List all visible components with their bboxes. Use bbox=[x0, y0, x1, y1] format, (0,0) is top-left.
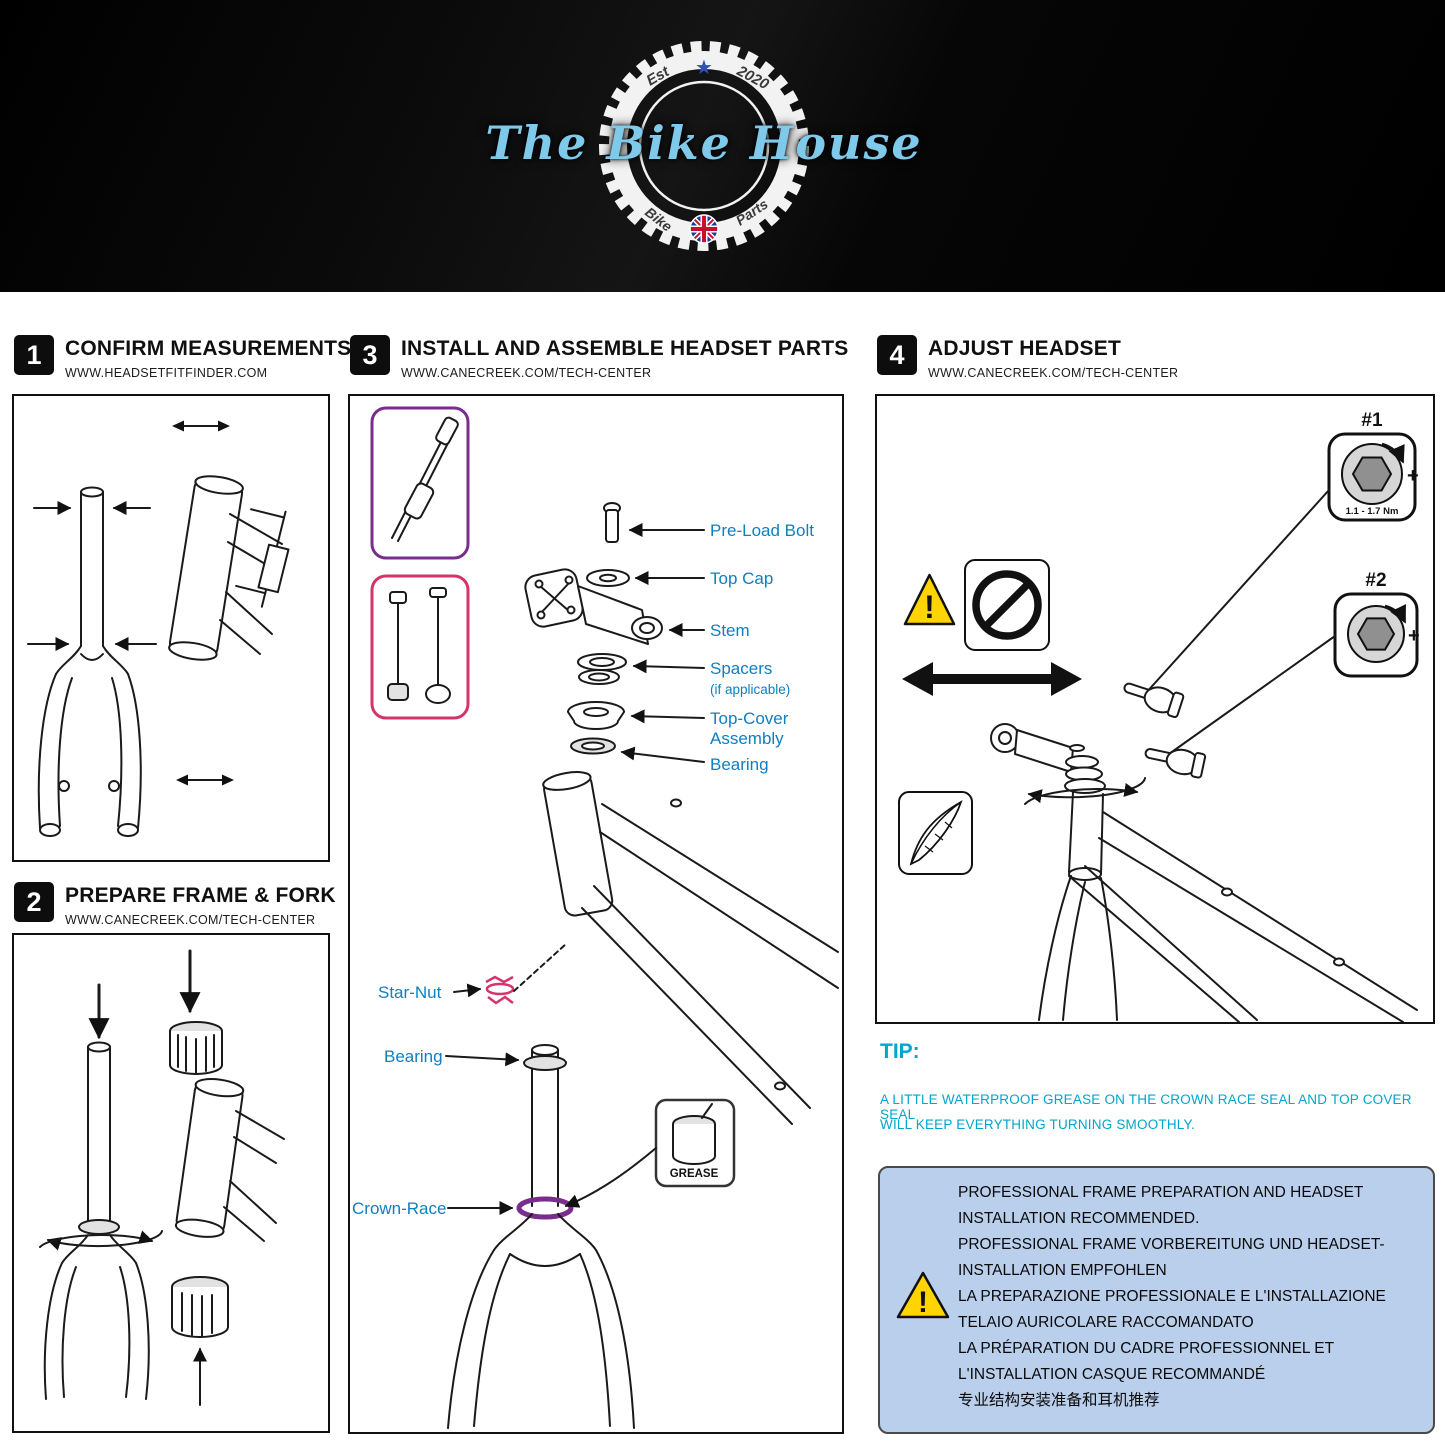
fork-steerer-drawing bbox=[27, 486, 157, 837]
hex2-label: #2 bbox=[1365, 570, 1386, 591]
brand-logo: ★ Est 2020 Bike Parts bbox=[544, 0, 864, 297]
banner: ★ Est 2020 Bike Parts bbox=[0, 0, 1445, 292]
step-2-header: 2 PREPARE FRAME & FORK WWW.CANECREEK.COM… bbox=[14, 882, 336, 927]
notice-line-de-1: PROFESSIONAL FRAME VORBEREITUNG UND HEAD… bbox=[958, 1236, 1385, 1253]
stem-part bbox=[524, 568, 663, 645]
notice-box: ! PROFESSIONAL FRAME PREPARATION AND HEA… bbox=[878, 1166, 1435, 1434]
notice-warning-mark: ! bbox=[918, 1286, 928, 1319]
torque-label: 1.1 - 1.7 Nm bbox=[1346, 506, 1399, 517]
step-1-number: 1 bbox=[14, 335, 54, 375]
facing-tool-icon bbox=[169, 1021, 223, 1075]
hex1-plus: + bbox=[1407, 465, 1419, 487]
measurement-illustration bbox=[27, 420, 290, 837]
panel-install-assemble: GREASE Pre-Load Bolt Top Cap Stem Spacer… bbox=[348, 394, 844, 1434]
step-1-title: CONFIRM MEASUREMENTS bbox=[65, 337, 352, 360]
double-arrow-icon bbox=[902, 662, 1082, 696]
label-bearing-lower: Bearing bbox=[384, 1047, 443, 1066]
prepare-fork-drawing bbox=[39, 949, 201, 1400]
pointing-hand-icon-1 bbox=[1123, 682, 1185, 719]
step-4-number: 4 bbox=[877, 335, 917, 375]
hex2-plus: + bbox=[1408, 625, 1420, 647]
top-cover-part bbox=[567, 701, 625, 730]
notice-text: PROFESSIONAL FRAME PREPARATION AND HEADS… bbox=[958, 1180, 1386, 1414]
assembly-illustration: GREASE Pre-Load Bolt Top Cap Stem Spacer… bbox=[352, 406, 839, 1429]
hex-key-icon-1: #1 + 1.1 - 1.7 Nm bbox=[1327, 410, 1419, 522]
step-4-url: WWW.CANECREEK.COM/TECH-CENTER bbox=[928, 366, 1179, 380]
hex-key-icon-2: #2 + bbox=[1333, 570, 1420, 678]
uk-flag-icon bbox=[689, 214, 719, 244]
grease-can-icon: GREASE bbox=[654, 1098, 736, 1188]
prepare-frame-drawing bbox=[169, 1021, 285, 1406]
step-2-url: WWW.CANECREEK.COM/TECH-CENTER bbox=[65, 913, 316, 927]
pointing-hand-icon-2 bbox=[1144, 748, 1207, 779]
hammer-tool-box bbox=[370, 406, 470, 560]
grease-label: GREASE bbox=[670, 1168, 719, 1180]
adjust-illustration: #1 + 1.1 - 1.7 Nm #2 + bbox=[898, 410, 1420, 1022]
notice-line-en-2: INSTALLATION RECOMMENDED. bbox=[958, 1210, 1200, 1227]
preload-bolt-part bbox=[603, 502, 621, 543]
step-4-header: 4 ADJUST HEADSET WWW.CANECREEK.COM/TECH-… bbox=[877, 335, 1178, 380]
bike-front-drawing bbox=[990, 723, 1418, 1022]
caliper-icon bbox=[235, 508, 290, 608]
warning-triangle-icon: ! bbox=[903, 573, 956, 626]
label-spacers: Spacers bbox=[710, 659, 772, 678]
notice-line-it-1: LA PREPARAZIONE PROFESSIONALE E L'INSTAL… bbox=[958, 1288, 1386, 1305]
tip-heading: TIP: bbox=[880, 1040, 920, 1063]
notice-line-zh: 专业结构安装准备和耳机推荐 bbox=[958, 1392, 1160, 1409]
notice-line-fr-2: L'INSTALLATION CASQUE RECOMMANDÉ bbox=[958, 1366, 1266, 1383]
notice-warning-triangle-icon: ! bbox=[896, 1270, 950, 1325]
step-2-number: 2 bbox=[14, 882, 54, 922]
bearing-lower-part bbox=[523, 1055, 567, 1071]
panel-adjust-headset: #1 + 1.1 - 1.7 Nm #2 + bbox=[875, 394, 1435, 1024]
step-3-number: 3 bbox=[350, 335, 390, 375]
tip-line-1: A LITTLE WATERPROOF GREASE ON THE CROWN … bbox=[880, 1092, 1412, 1122]
star-nut-part bbox=[485, 975, 515, 1005]
prepare-illustration bbox=[39, 949, 285, 1406]
label-star-nut: Star-Nut bbox=[378, 983, 442, 1002]
notice-line-en-1: PROFESSIONAL FRAME PREPARATION AND HEADS… bbox=[958, 1184, 1364, 1201]
panel-confirm-measurements bbox=[12, 394, 330, 862]
feather-icon bbox=[898, 791, 973, 875]
press-tool-box bbox=[370, 574, 470, 720]
label-bearing-upper: Bearing bbox=[710, 755, 769, 774]
prohibition-icon bbox=[964, 559, 1050, 651]
tip-line-2: WILL KEEP EVERYTHING TURNING SMOOTHLY. bbox=[880, 1117, 1195, 1132]
label-stem: Stem bbox=[710, 621, 750, 640]
step-4-title: ADJUST HEADSET bbox=[928, 337, 1121, 360]
label-top-cover: Top-Cover bbox=[710, 709, 789, 728]
head-tube-measure-drawing bbox=[168, 420, 290, 786]
notice-line-it-2: TELAIO AURICOLARE RACCOMANDATO bbox=[958, 1314, 1254, 1331]
step-1-url: WWW.HEADSETFITFINDER.COM bbox=[65, 366, 268, 380]
fork-lower-drawing bbox=[447, 1213, 635, 1429]
top-cap-part bbox=[586, 569, 630, 587]
label-crown-race: Crown-Race bbox=[352, 1199, 446, 1218]
label-preload-bolt: Pre-Load Bolt bbox=[710, 521, 814, 540]
notice-line-fr-1: LA PRÉPARATION DU CADRE PROFESSIONNEL ET bbox=[958, 1340, 1335, 1357]
step-3-title: INSTALL AND ASSEMBLE HEADSET PARTS bbox=[401, 337, 849, 360]
spacers-part bbox=[577, 653, 627, 685]
step-3-header: 3 INSTALL AND ASSEMBLE HEADSET PARTS WWW… bbox=[350, 335, 848, 380]
brand-name: The Bike House bbox=[485, 116, 923, 170]
label-top-cap: Top Cap bbox=[710, 569, 773, 588]
step-1-header: 1 CONFIRM MEASUREMENTS WWW.HEADSETFITFIN… bbox=[14, 335, 351, 380]
star-icon: ★ bbox=[695, 57, 713, 79]
frame-head-tube bbox=[542, 771, 614, 917]
label-top-cover-2: Assembly bbox=[710, 729, 784, 748]
notice-line-de-2: INSTALLATION EMPFOHLEN bbox=[958, 1262, 1167, 1279]
crown-race-part bbox=[516, 1196, 574, 1220]
reaming-tool-icon bbox=[171, 1276, 229, 1338]
step-2-title: PREPARE FRAME & FORK bbox=[65, 884, 336, 907]
panel-prepare-frame-fork bbox=[12, 933, 330, 1433]
hex1-label: #1 bbox=[1361, 410, 1383, 431]
label-spacers-note: (if applicable) bbox=[710, 682, 790, 697]
warning-mark: ! bbox=[924, 589, 935, 625]
step-3-url: WWW.CANECREEK.COM/TECH-CENTER bbox=[401, 366, 652, 380]
frame-tubes bbox=[581, 798, 839, 1125]
bearing-upper-part bbox=[570, 737, 616, 755]
